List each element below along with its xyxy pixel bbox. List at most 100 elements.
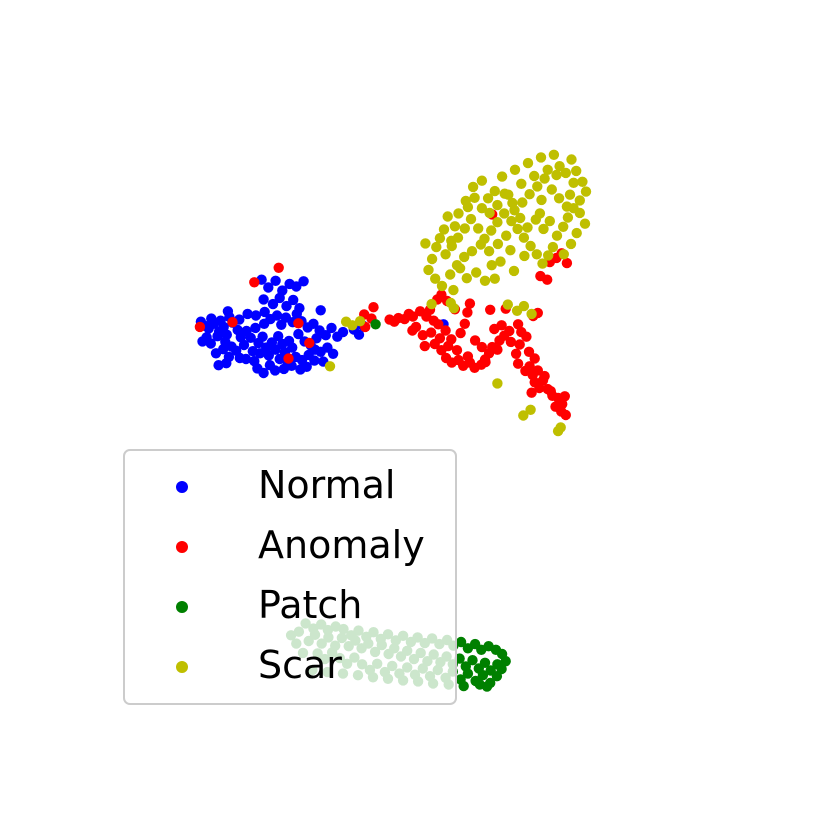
point-scar xyxy=(560,167,571,179)
series-scar xyxy=(324,149,592,437)
point-normal xyxy=(258,367,269,379)
point-scar xyxy=(462,201,474,213)
point-scar xyxy=(459,251,470,263)
point-scar xyxy=(547,241,559,253)
point-normal xyxy=(197,336,208,347)
point-scar xyxy=(496,171,508,182)
point-normal xyxy=(267,298,279,310)
point-normal xyxy=(259,306,270,318)
point-scar xyxy=(518,410,529,421)
legend-label-scar: Scar xyxy=(258,643,342,687)
point-scar xyxy=(453,208,464,219)
point-scar xyxy=(459,223,470,234)
point-scar xyxy=(555,422,566,433)
point-patch xyxy=(370,319,381,330)
point-anomaly xyxy=(512,319,524,330)
point-scar xyxy=(434,233,446,244)
point-scar xyxy=(562,212,574,223)
point-scar xyxy=(509,164,521,175)
point-scar xyxy=(499,188,510,199)
point-anomaly xyxy=(469,335,481,346)
point-patch xyxy=(458,680,469,692)
point-anomaly xyxy=(273,262,284,273)
point-anomaly xyxy=(559,391,570,402)
point-scar xyxy=(574,195,585,206)
point-scar xyxy=(471,267,482,278)
point-normal xyxy=(270,275,281,286)
point-anomaly xyxy=(485,304,496,315)
point-normal xyxy=(298,276,309,287)
point-scar xyxy=(525,404,536,415)
point-scar xyxy=(347,320,358,331)
point-anomaly xyxy=(227,317,238,328)
point-normal xyxy=(245,332,256,343)
point-scar xyxy=(476,175,488,186)
legend-marker-scar xyxy=(176,661,188,673)
legend-box xyxy=(123,449,457,705)
point-anomaly xyxy=(504,325,515,337)
point-scar xyxy=(492,199,503,211)
point-normal xyxy=(212,331,223,342)
legend-marker-anomaly xyxy=(176,541,188,553)
point-scar xyxy=(476,203,488,214)
point-normal xyxy=(301,361,312,372)
point-anomaly xyxy=(480,356,491,368)
point-anomaly xyxy=(393,312,404,324)
point-anomaly xyxy=(514,339,525,350)
point-scar xyxy=(505,245,516,256)
point-anomaly xyxy=(440,325,451,336)
point-anomaly xyxy=(462,351,474,362)
point-scar xyxy=(553,193,565,204)
point-anomaly xyxy=(476,341,488,353)
point-normal xyxy=(210,348,222,359)
point-scar xyxy=(492,378,503,389)
point-scar xyxy=(354,316,366,327)
point-anomaly xyxy=(368,302,379,313)
point-scar xyxy=(580,186,592,197)
point-scar xyxy=(426,298,437,310)
point-normal xyxy=(274,353,285,365)
point-patch xyxy=(462,668,474,679)
point-scar xyxy=(515,212,526,224)
legend: Normal Anomaly Patch Scar xyxy=(123,449,457,705)
point-normal xyxy=(293,328,304,340)
point-anomaly xyxy=(407,325,418,336)
point-scar xyxy=(529,170,540,182)
point-scar xyxy=(492,217,503,228)
point-scar xyxy=(461,273,472,284)
point-normal xyxy=(353,329,365,340)
point-anomaly xyxy=(521,331,532,342)
point-scar xyxy=(516,178,527,189)
point-normal xyxy=(294,303,305,314)
point-scar xyxy=(502,299,513,310)
point-anomaly xyxy=(510,348,522,359)
point-scar xyxy=(466,246,478,257)
point-patch xyxy=(477,670,489,681)
point-scar xyxy=(577,176,588,187)
point-scar xyxy=(538,223,549,235)
point-anomaly xyxy=(492,344,503,355)
point-anomaly xyxy=(539,370,550,382)
point-scar xyxy=(420,238,431,249)
point-scar xyxy=(449,221,461,232)
point-scar xyxy=(473,223,484,234)
point-scar xyxy=(568,177,579,188)
point-scar xyxy=(546,184,557,195)
point-anomaly xyxy=(524,361,535,372)
point-normal xyxy=(273,331,284,342)
point-anomaly xyxy=(455,327,466,339)
point-normal xyxy=(291,281,302,292)
point-scar xyxy=(539,173,550,184)
point-anomaly xyxy=(545,386,556,397)
point-scar xyxy=(499,208,510,219)
point-scar xyxy=(438,224,450,235)
point-scar xyxy=(571,165,582,177)
point-scar xyxy=(324,361,336,372)
point-anomaly xyxy=(433,319,444,330)
point-scar xyxy=(518,232,530,243)
point-anomaly xyxy=(425,327,437,338)
point-normal xyxy=(281,300,292,312)
point-scar xyxy=(522,157,534,169)
point-normal xyxy=(327,348,339,359)
